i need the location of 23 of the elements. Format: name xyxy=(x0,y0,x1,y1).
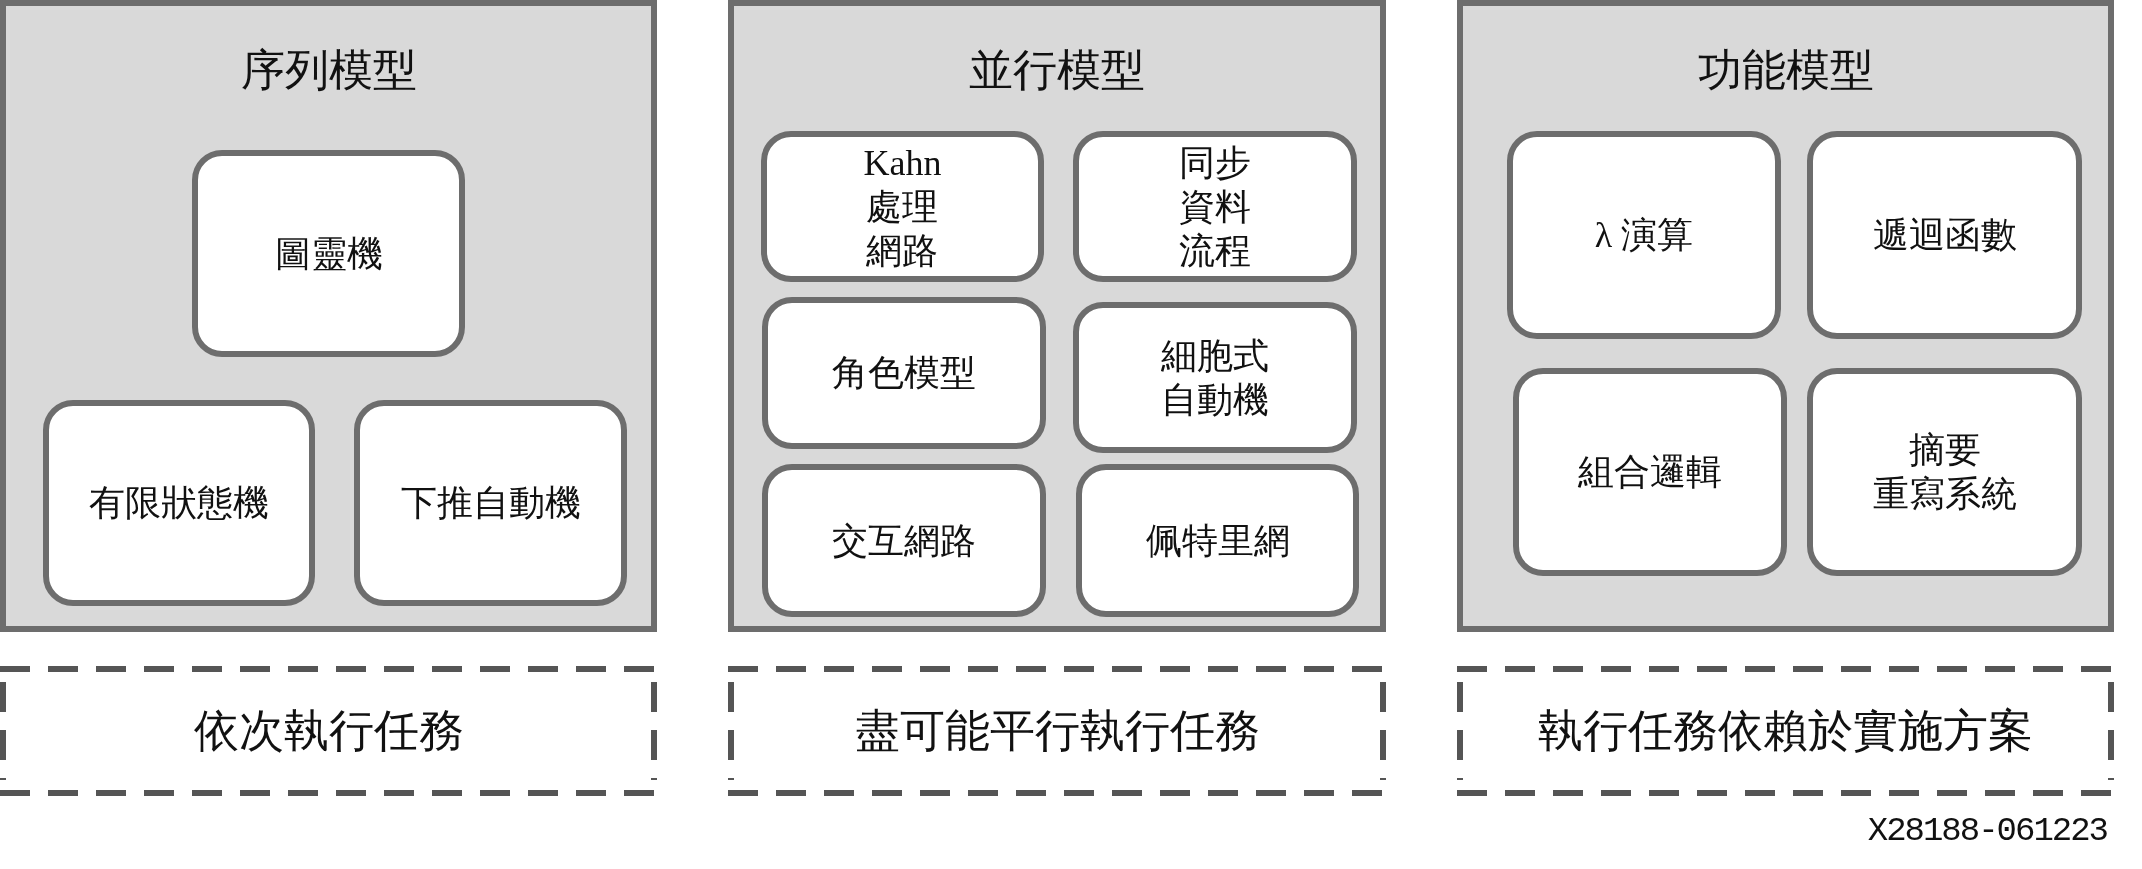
dashed-box: 執行任務依賴於實施方案 xyxy=(1457,666,2114,796)
model-box: Kahn 處理網路 xyxy=(761,131,1044,282)
model-box: 細胞式自動機 xyxy=(1073,302,1357,453)
model-box: 下推自動機 xyxy=(354,400,627,606)
model-box: 摘要重寫系統 xyxy=(1807,368,2082,576)
figure-code: X28188-061223 xyxy=(1867,812,2107,850)
model-box: λ 演算 xyxy=(1507,131,1781,339)
model-panel xyxy=(1457,0,2114,632)
model-box: 角色模型 xyxy=(762,297,1046,449)
model-box: 遞迴函數 xyxy=(1807,131,2082,339)
panel-heading: 序列模型 xyxy=(240,49,417,93)
model-box: 同步資料流程 xyxy=(1073,131,1357,282)
panel-heading: 功能模型 xyxy=(1697,49,1874,93)
dashed-box: 依次執行任務 xyxy=(0,666,657,796)
model-panel xyxy=(728,0,1386,632)
panel-heading: 並行模型 xyxy=(969,49,1145,93)
model-box: 有限狀態機 xyxy=(43,400,315,606)
model-box: 佩特里網 xyxy=(1076,464,1359,617)
model-box: 交互網路 xyxy=(762,464,1046,617)
model-box: 組合邏輯 xyxy=(1513,368,1787,576)
model-box: 圖靈機 xyxy=(192,150,465,357)
dashed-box: 盡可能平行執行任務 xyxy=(728,666,1386,796)
model-panel xyxy=(0,0,657,632)
